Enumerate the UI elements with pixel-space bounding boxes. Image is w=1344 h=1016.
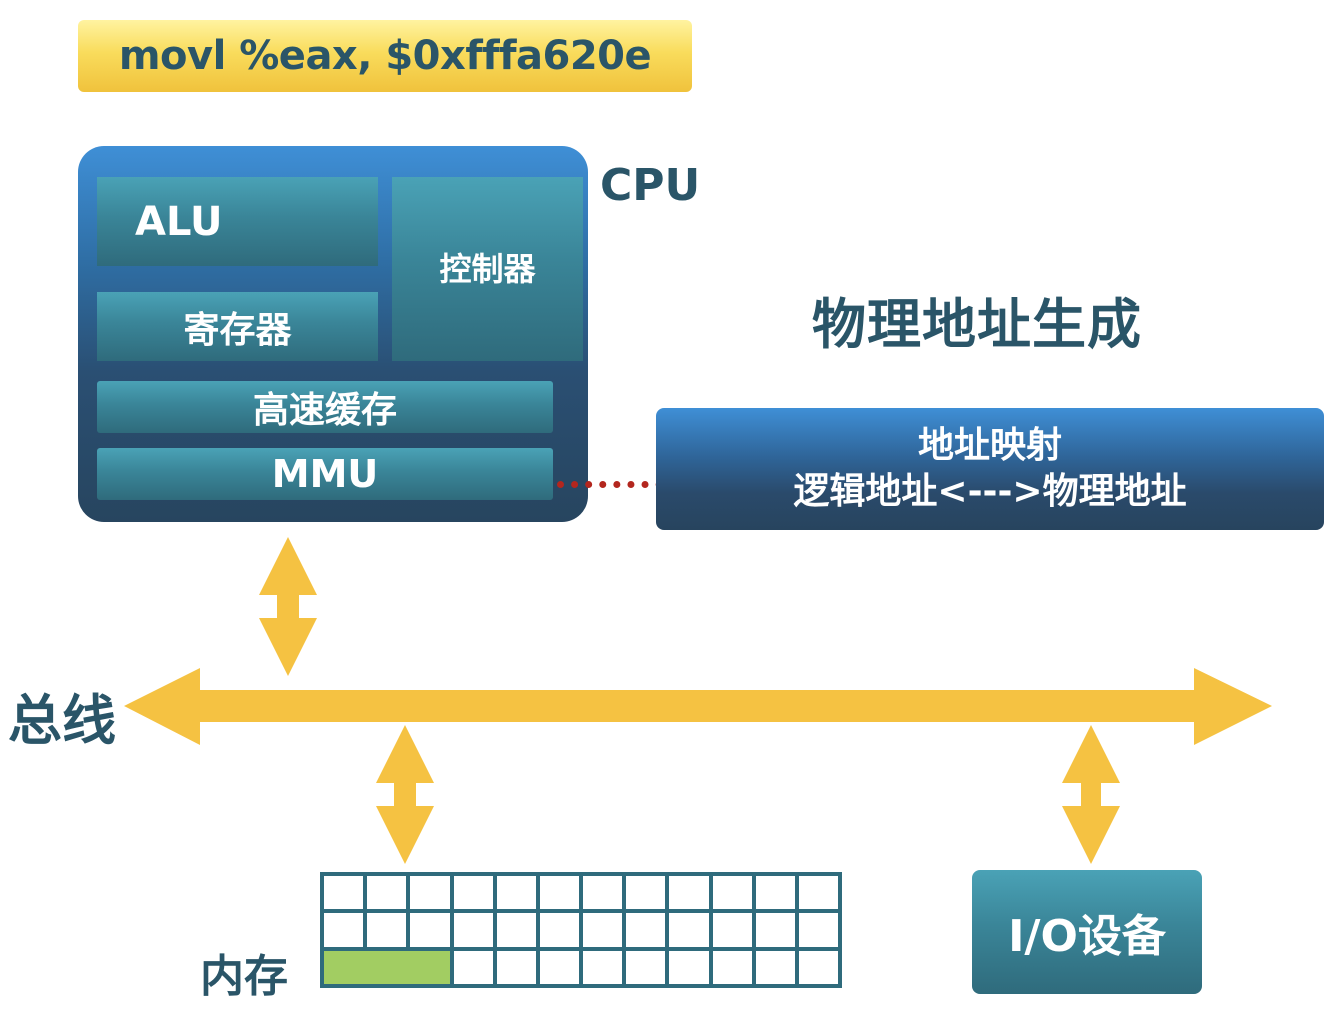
memory-cell [496,950,536,984]
memory-cell [539,950,579,984]
memory-cell [712,913,752,947]
io-device-box: I/O设备 [972,870,1202,994]
memory-grid [320,872,842,988]
memory-cell-used [324,950,368,984]
memory-cell [453,876,493,910]
memory-cell [453,950,493,984]
memory-cell [496,876,536,910]
alu-block: ALU [97,177,378,266]
memory-cell-used [367,950,411,984]
memory-cell [626,950,666,984]
memory-cell [539,876,579,910]
memory-bus-arrow [376,725,434,864]
memory-cell [324,913,364,947]
memory-cell [755,913,795,947]
register-block: 寄存器 [97,292,378,361]
memory-label: 内存 [200,951,288,1002]
memory-cell [410,876,450,910]
instruction-banner: movl %eax, $0xfffa620e [78,20,692,92]
memory-cell [583,950,623,984]
memory-cell [453,913,493,947]
memory-cell [367,876,407,910]
memory-cell [496,913,536,947]
memory-cell-used [410,950,450,984]
memory-cell [539,913,579,947]
memory-cell [798,950,838,984]
io-bus-arrow [1062,725,1120,864]
memory-cell [324,876,364,910]
memory-cell [626,913,666,947]
memory-cell [583,876,623,910]
address-mapping-detail: 逻辑地址<--->物理地址 [793,471,1187,512]
address-mapping-box: 地址映射 逻辑地址<--->物理地址 [656,408,1324,530]
cache-block: 高速缓存 [97,381,553,433]
memory-cell [755,876,795,910]
mmu-block: MMU [97,448,553,500]
physical-address-title: 物理地址生成 [812,293,1142,356]
instruction-text: movl %eax, $0xfffa620e [118,33,652,79]
cpu-bus-arrow [259,537,317,676]
memory-cell [755,950,795,984]
memory-cell [367,913,407,947]
memory-cell [669,913,709,947]
memory-cell [712,950,752,984]
memory-cell [669,876,709,910]
memory-cell [669,950,709,984]
address-mapping-title: 地址映射 [917,425,1062,466]
memory-cell [712,876,752,910]
controller-block: 控制器 [392,177,583,361]
memory-cell [798,876,838,910]
bus-arrow [124,668,1272,745]
bus-label: 总线 [8,689,116,752]
mmu-connector-dotted-line [557,481,705,488]
memory-cell [410,913,450,947]
memory-cell [583,913,623,947]
memory-cell [798,913,838,947]
cpu-label: CPU [600,160,701,211]
io-device-label: I/O设备 [1008,911,1166,962]
memory-cell [626,876,666,910]
